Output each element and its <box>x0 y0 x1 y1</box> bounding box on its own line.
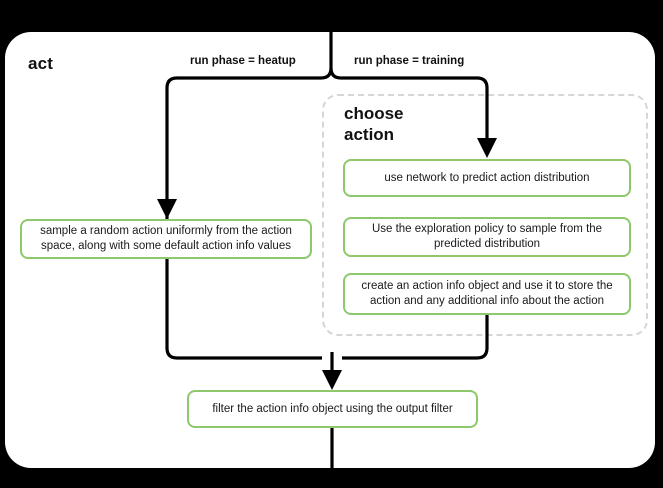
choose-action-label-line2: action <box>344 125 395 144</box>
edge-label-heatup: run phase = heatup <box>190 55 296 67</box>
node-use-network-predict[interactable]: use network to predict action distributi… <box>343 159 631 197</box>
choose-action-label-line1: choose <box>344 104 404 123</box>
edge-label-training: run phase = training <box>354 55 465 67</box>
choose-action-group-label: choose action <box>344 103 464 145</box>
node-sample-random-action[interactable]: sample a random action uniformly from th… <box>20 219 312 259</box>
node-filter-action-info[interactable]: filter the action info object using the … <box>187 390 478 428</box>
node-exploration-policy-sample[interactable]: Use the exploration policy to sample fro… <box>343 217 631 257</box>
act-group-label: act <box>28 54 54 73</box>
node-create-action-info[interactable]: create an action info object and use it … <box>343 273 631 315</box>
